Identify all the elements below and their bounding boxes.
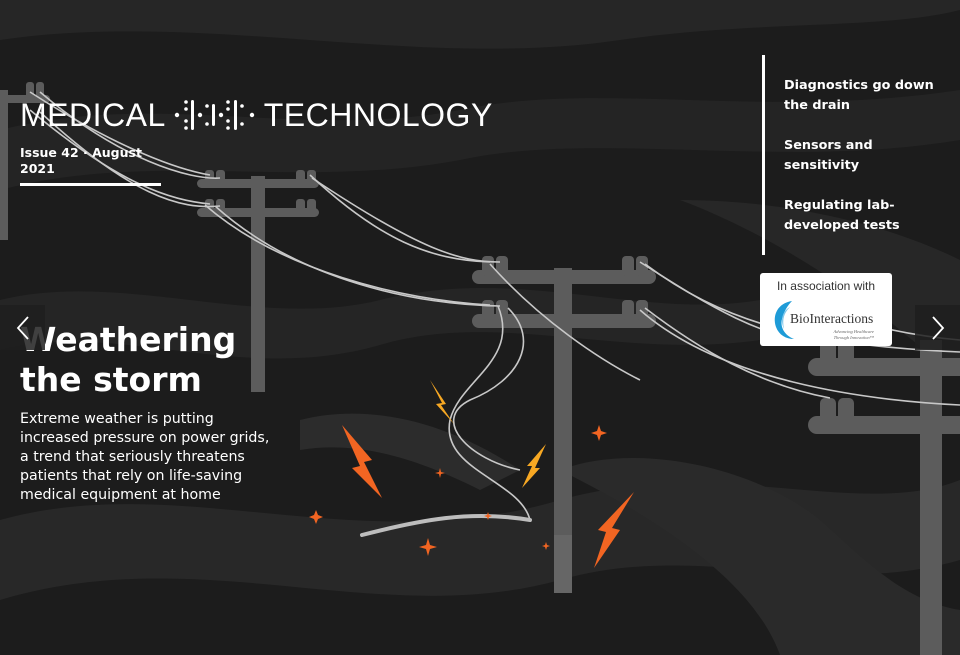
toc-item-sensors[interactable]: Sensors and sensitivity: [784, 138, 873, 173]
masthead-left-word: MEDICAL: [20, 97, 166, 133]
sponsor-box[interactable]: In association with BioInteractions Adva…: [760, 273, 892, 346]
lightning-bolt-icons: [342, 380, 634, 568]
power-wires: [29, 91, 960, 537]
next-slide-button[interactable]: [915, 305, 960, 350]
biointeractions-arc-icon: [774, 301, 794, 339]
toc-item-diagnostics[interactable]: Diagnostics go down the drain: [784, 78, 934, 113]
toc-item-regulating[interactable]: Regulating lab-developed tests: [784, 198, 900, 233]
issue-label: Issue 42 · August 2021: [20, 145, 161, 186]
hero-description: Extreme weather is putting increased pre…: [20, 411, 270, 503]
sponsor-label: In association with: [776, 279, 876, 293]
table-of-contents: Diagnostics go down the drain Sensors an…: [762, 55, 960, 255]
chevron-right-icon: [931, 315, 944, 340]
hero-title[interactable]: Weathering the storm: [20, 320, 237, 399]
utility-poles: [0, 82, 960, 655]
spark-icons: [309, 425, 607, 556]
dna-dots-logo-icon: [174, 100, 254, 130]
sponsor-tagline-1: Advancing Healthcare: [833, 329, 874, 334]
masthead[interactable]: MEDICAL TECHNOLOGY: [20, 96, 493, 134]
sponsor-brand: BioInteractions: [790, 311, 873, 326]
chevron-left-icon: [16, 315, 29, 340]
prev-slide-button[interactable]: [0, 305, 45, 350]
masthead-right-word: TECHNOLOGY: [263, 97, 493, 133]
biointeractions-logo: BioInteractions Advancing Healthcare Thr…: [774, 301, 875, 340]
sponsor-tagline-2: Through Innovation™: [834, 335, 875, 340]
